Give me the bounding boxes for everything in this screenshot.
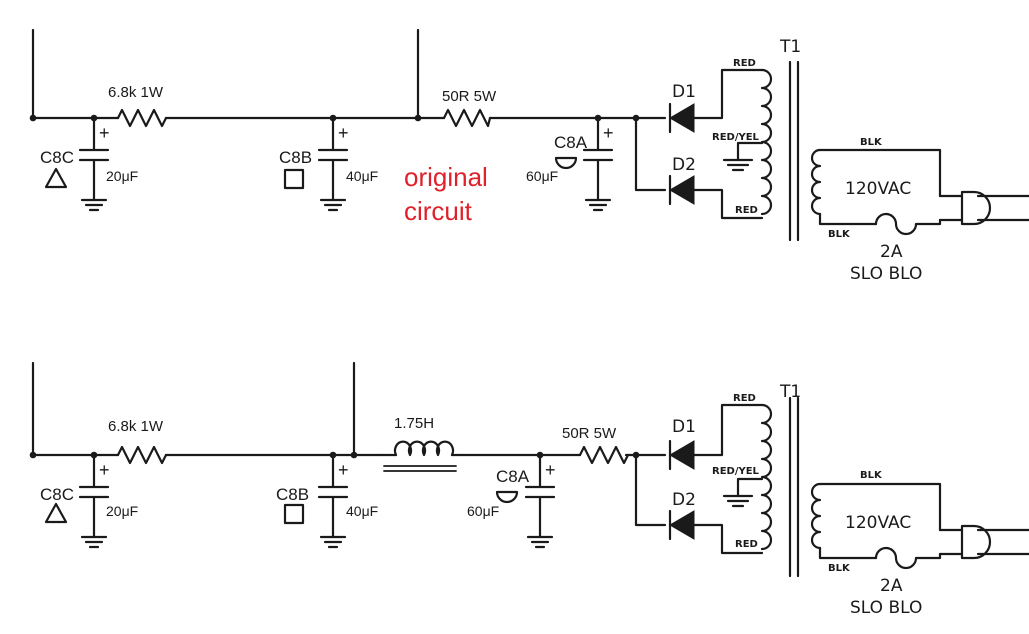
label-c8b-bottom: C8B bbox=[276, 485, 309, 504]
label-c8a-value-bottom: 60μF bbox=[467, 503, 499, 519]
label-c8b-top: C8B bbox=[279, 148, 312, 167]
label-r-50r-top: 50R 5W bbox=[442, 88, 497, 105]
label-r-50r-bottom: 50R 5W bbox=[562, 425, 617, 442]
square-marker-icon bbox=[283, 168, 305, 190]
resistor-50r-bottom bbox=[578, 445, 630, 465]
plus-sign: + bbox=[338, 460, 349, 480]
label-c8a-top: C8A bbox=[554, 133, 588, 152]
plus-sign: + bbox=[545, 460, 556, 480]
label-red-top: RED bbox=[735, 205, 758, 216]
label-fuse-type-top: SLO BLO bbox=[850, 264, 922, 284]
annotation-circuit: circuit bbox=[404, 196, 473, 226]
label-t1-bottom: T1 bbox=[779, 382, 801, 402]
plus-sign: + bbox=[603, 123, 614, 143]
label-red-yel-top: RED/YEL bbox=[712, 132, 760, 143]
label-blk-top: BLK bbox=[828, 229, 851, 240]
original-circuit bbox=[29, 28, 1029, 242]
label-d1-top: D1 bbox=[672, 82, 696, 102]
label-choke: 1.75H bbox=[394, 415, 434, 432]
label-c8b-value-bottom: 40μF bbox=[346, 503, 378, 519]
label-fuse-rating-bottom: 2A bbox=[880, 576, 903, 596]
half-circle-marker-icon bbox=[554, 156, 578, 170]
label-120vac-top: 120VAC bbox=[845, 179, 911, 199]
label-c8c-value-top: 20μF bbox=[106, 168, 138, 184]
diode-d1-top bbox=[668, 68, 764, 134]
label-red-bottom: RED bbox=[735, 539, 758, 550]
square-marker-icon bbox=[283, 503, 305, 525]
label-blk-top: BLK bbox=[860, 137, 883, 148]
capacitor-c8c-bottom bbox=[78, 453, 110, 549]
half-circle-marker-icon bbox=[495, 490, 519, 504]
resistor-6k8-bottom bbox=[116, 445, 168, 465]
choke-inductor bbox=[378, 440, 462, 472]
label-fuse-type-bottom: SLO BLO bbox=[850, 598, 922, 618]
plus-sign: + bbox=[338, 123, 349, 143]
label-red-bottom: RED bbox=[733, 393, 756, 404]
label-d2-bottom: D2 bbox=[672, 490, 696, 510]
label-red-yel-bottom: RED/YEL bbox=[712, 466, 760, 477]
fuse-bottom bbox=[874, 546, 942, 570]
capacitor-c8a-bottom bbox=[524, 453, 556, 549]
label-blk-bottom: BLK bbox=[828, 563, 851, 574]
plus-sign: + bbox=[99, 123, 110, 143]
label-blk-bottom: BLK bbox=[860, 470, 883, 481]
label-red-top: RED bbox=[733, 58, 756, 69]
diode-d2-top bbox=[668, 174, 764, 220]
plus-sign: + bbox=[99, 460, 110, 480]
transformer-primary-top bbox=[810, 148, 822, 216]
transformer-secondary-bottom bbox=[760, 403, 773, 551]
label-c8c-top: C8C bbox=[40, 148, 74, 167]
label-c8a-bottom: C8A bbox=[496, 467, 530, 486]
resistor-50r-top bbox=[442, 108, 492, 128]
capacitor-c8b-top bbox=[317, 116, 349, 212]
label-c8c-bottom: C8C bbox=[40, 485, 74, 504]
label-d2-top: D2 bbox=[672, 155, 696, 175]
capacitor-c8a-top bbox=[582, 116, 614, 212]
annotation-original: original bbox=[404, 162, 488, 192]
transformer-secondary-top bbox=[760, 68, 773, 216]
plug-top bbox=[938, 190, 1029, 226]
capacitor-c8c-top bbox=[78, 116, 110, 212]
label-c8c-value-bottom: 20μF bbox=[106, 503, 138, 519]
label-c8b-value-top: 40μF bbox=[346, 168, 378, 184]
label-r-6k8-top: 6.8k 1W bbox=[108, 84, 164, 101]
transformer-primary-bottom bbox=[810, 482, 822, 550]
triangle-marker-icon bbox=[44, 167, 68, 189]
label-d1-bottom: D1 bbox=[672, 417, 696, 437]
label-c8a-value-top: 60μF bbox=[526, 168, 558, 184]
label-120vac-bottom: 120VAC bbox=[845, 513, 911, 533]
modified-circuit bbox=[29, 361, 1029, 578]
diode-d1-bottom bbox=[668, 403, 764, 471]
diode-d2-bottom bbox=[668, 509, 764, 555]
label-fuse-rating-top: 2A bbox=[880, 242, 903, 262]
fuse-top bbox=[874, 212, 942, 236]
capacitor-c8b-bottom bbox=[317, 453, 349, 549]
label-r-6k8-bottom: 6.8k 1W bbox=[108, 418, 164, 435]
plug-bottom bbox=[938, 524, 1029, 560]
label-t1-top: T1 bbox=[779, 37, 801, 57]
triangle-marker-icon bbox=[44, 502, 68, 524]
resistor-6k8-top bbox=[116, 108, 168, 128]
